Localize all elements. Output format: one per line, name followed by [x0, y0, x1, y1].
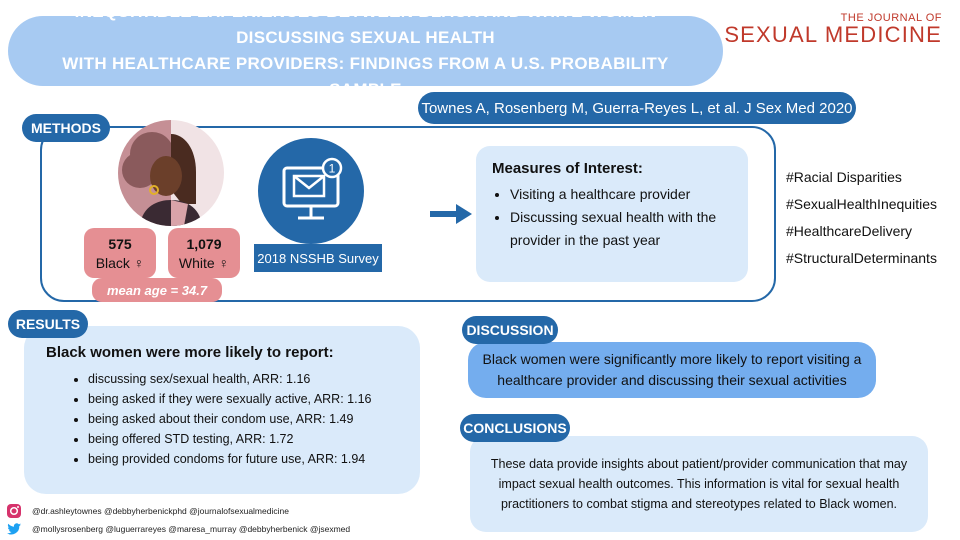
women-avatar-icon	[118, 120, 224, 226]
black-women-n: 575	[108, 236, 132, 252]
journal-logo-big: SEXUAL MEDICINE	[724, 22, 942, 47]
hashtag: #HealthcareDelivery	[786, 223, 913, 239]
title-line-1: INEQUITABLE EXPERIENCES BETWEEN BLACK AN…	[74, 2, 657, 47]
twitter-icon	[6, 521, 22, 537]
title-banner: INEQUITABLE EXPERIENCES BETWEEN BLACK AN…	[8, 2, 723, 99]
hashtag: #StructuralDeterminants	[786, 250, 937, 266]
result-item: being asked if they were sexually active…	[88, 389, 400, 409]
measure-item: Discussing sexual health with the provid…	[510, 206, 732, 252]
conclusions-label: CONCLUSIONS	[460, 414, 570, 442]
instagram-icon	[6, 503, 22, 519]
result-item: discussing sex/sexual health, ARR: 1.16	[88, 369, 400, 389]
discussion-box: Black women were significantly more like…	[468, 342, 876, 398]
discussion-label: DISCUSSION	[462, 316, 558, 344]
result-item: being offered STD testing, ARR: 1.72	[88, 429, 400, 449]
twitter-row: @mollysrosenberg @luguerrareyes @maresa_…	[6, 521, 350, 537]
instagram-row: @dr.ashleytownes @debbyherbenickphd @jou…	[6, 503, 289, 519]
hashtag-list: #Racial Disparities #SexualHealthInequit…	[786, 164, 937, 272]
journal-logo: THE JOURNAL OF SEXUAL MEDICINE	[724, 12, 942, 46]
white-women-label: White ♀	[178, 255, 230, 271]
result-item: being asked about their condom use, ARR:…	[88, 409, 400, 429]
methods-label: METHODS	[22, 114, 110, 142]
results-box: Black women were more likely to report: …	[24, 326, 420, 494]
survey-badge: 1	[329, 162, 336, 176]
results-label: RESULTS	[8, 310, 88, 338]
journal-logo-small: THE JOURNAL OF	[840, 12, 942, 24]
survey-label: 2018 NSSHB Survey	[254, 244, 382, 272]
measures-title: Measures of Interest:	[492, 160, 643, 177]
arrow-right-icon	[430, 204, 472, 229]
black-women-count: 575 Black ♀	[84, 228, 156, 278]
hashtag: #Racial Disparities	[786, 169, 902, 185]
white-women-n: 1,079	[186, 236, 222, 252]
mean-age: mean age = 34.7	[92, 278, 222, 302]
results-list: discussing sex/sexual health, ARR: 1.16 …	[46, 369, 400, 469]
result-item: being provided condoms for future use, A…	[88, 449, 400, 469]
hashtag: #SexualHealthInequities	[786, 196, 937, 212]
monitor-mail-icon: 1	[258, 138, 364, 244]
instagram-handles: @dr.ashleytownes @debbyherbenickphd @jou…	[32, 506, 289, 516]
methods-frame	[40, 126, 776, 302]
white-women-count: 1,079 White ♀	[168, 228, 240, 278]
measures-box: Measures of Interest: Visiting a healthc…	[476, 146, 748, 282]
conclusions-box: These data provide insights about patien…	[470, 436, 928, 532]
title-line-2: WITH HEALTHCARE PROVIDERS: FINDINGS FROM…	[62, 54, 669, 99]
measures-list: Visiting a healthcare provider Discussin…	[492, 183, 732, 252]
black-women-label: Black ♀	[95, 255, 145, 271]
results-title: Black women were more likely to report:	[46, 344, 334, 361]
citation-banner: Townes A, Rosenberg M, Guerra-Reyes L, e…	[418, 92, 856, 124]
twitter-handles: @mollysrosenberg @luguerrareyes @maresa_…	[32, 524, 351, 534]
measure-item: Visiting a healthcare provider	[510, 183, 732, 206]
page-title: INEQUITABLE EXPERIENCES BETWEEN BLACK AN…	[26, 0, 706, 103]
